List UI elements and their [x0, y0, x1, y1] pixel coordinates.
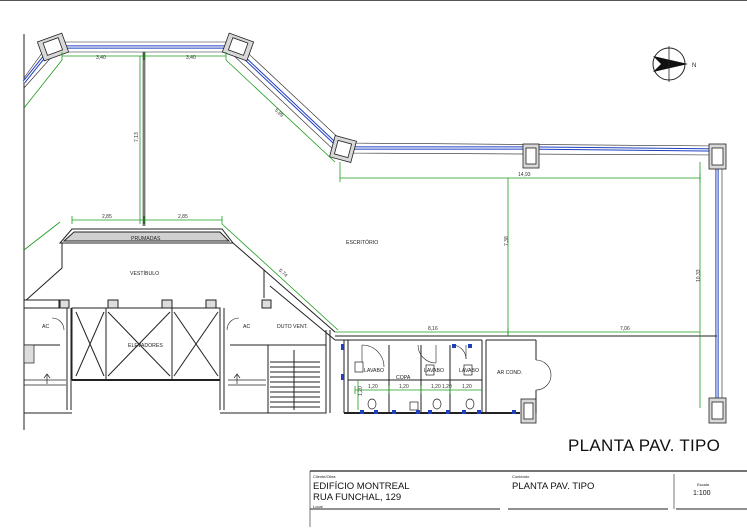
sink-2 [425, 364, 435, 376]
room-pantry-label: COPA [396, 375, 411, 381]
sink-3 [463, 364, 473, 376]
dim-right-height: 10,33 [696, 269, 702, 282]
room-lobby-label: VESTÍBULO [130, 270, 159, 277]
scale-label: Escala [697, 482, 710, 487]
toilet-3 [465, 398, 475, 410]
sink-1 [354, 361, 364, 373]
column-south [520, 398, 537, 424]
address: RUA FUNCHAL, 129 [313, 492, 402, 503]
left-block-detail [23, 344, 266, 386]
dim-wc-v: 1,20 [358, 386, 364, 396]
local-label: Local [313, 504, 323, 509]
dim-diagonal-upper: 5,89 [273, 108, 284, 119]
dim-lobby-left: 2,85 [102, 214, 112, 220]
dim-office-height: 7,38 [504, 236, 510, 246]
scale-value: 1:100 [693, 490, 711, 497]
north-arrow-icon: N [652, 46, 696, 82]
dim-bottom-left: 8,16 [428, 326, 438, 332]
content-value: PLANTA PAV. TIPO [512, 481, 595, 492]
toilet-1 [367, 398, 377, 410]
room-elevators-label: ELEVADORES [128, 343, 163, 349]
content-label: Conteúdo [512, 474, 530, 479]
dim-bottom-right: 7,06 [620, 326, 630, 332]
plumbing-blue-marks [341, 344, 516, 414]
dimension-labels: 3,40 3,40 5,89 7,13 2,85 2,85 6,74 14,93… [96, 55, 702, 396]
column-ne [221, 32, 255, 62]
room-duct-label: DUTO VENT. [277, 324, 308, 330]
north-label: N [692, 63, 696, 69]
dim-wc-d: 1,20 [442, 384, 452, 390]
room-planter-label: PRUMADAS [131, 236, 161, 242]
room-office-label: ESCRITÓRIO [346, 239, 378, 246]
column-mid [329, 135, 357, 163]
room-labels: ESCRITÓRIO VESTÍBULO PRUMADAS ELEVADORES… [42, 236, 522, 381]
dim-wc-e: 1,20 [462, 384, 472, 390]
dim-wc-b: 1,20 [399, 384, 409, 390]
dim-office-width: 14,93 [518, 172, 531, 178]
dim-diagonal-lower: 6,74 [277, 268, 288, 279]
dimension-lines [23, 52, 701, 410]
dim-top-right: 3,40 [186, 55, 196, 61]
client-label: Cliente/Obra [313, 474, 336, 479]
sanitary-fixtures [354, 361, 475, 411]
column-east-bottom [708, 397, 727, 424]
toilet-2 [432, 398, 442, 410]
column-east-top [708, 143, 727, 170]
sink-pantry [409, 401, 419, 411]
room-washroom-3-label: LAVABO [459, 368, 479, 374]
dim-lobby-right: 2,85 [178, 214, 188, 220]
sheet-title: PLANTA PAV. TIPO [568, 436, 721, 455]
room-ac-right-label: AC [243, 324, 250, 330]
room-washroom-1-label: LAVABO [364, 368, 384, 374]
client-name: EDIFÍCIO MONTREAL [313, 481, 410, 492]
dim-vertical-left: 7,13 [134, 132, 140, 142]
column-nw [36, 32, 70, 62]
title-block-frame [309, 470, 747, 527]
dim-wc-c: 1,20 [431, 384, 441, 390]
room-ac-cond-label: AR COND. [497, 370, 522, 376]
column-north [522, 143, 540, 169]
structural-columns [36, 32, 727, 424]
dim-wc-a: 1,20 [368, 384, 378, 390]
room-washroom-2-label: LAVABO [424, 368, 444, 374]
interior-walls [23, 52, 717, 414]
room-ac-left-label: AC [42, 324, 49, 330]
dim-top-left: 3,40 [96, 55, 106, 61]
